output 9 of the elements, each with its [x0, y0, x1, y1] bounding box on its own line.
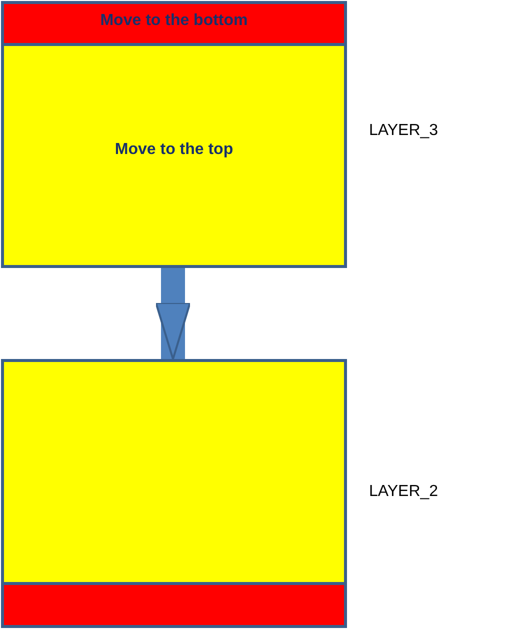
layer-panel: [1, 359, 347, 585]
layer-label: LAYER_3: [369, 122, 438, 140]
layer-bar: [1, 582, 347, 628]
box-label: Move to the bottom: [100, 12, 248, 30]
layer-panel: [1, 43, 347, 268]
box-label: Move to the top: [114, 141, 234, 159]
layer-bar: [1, 1, 347, 46]
block-arrow: [155, 268, 191, 360]
layer-label: LAYER_2: [369, 483, 438, 501]
